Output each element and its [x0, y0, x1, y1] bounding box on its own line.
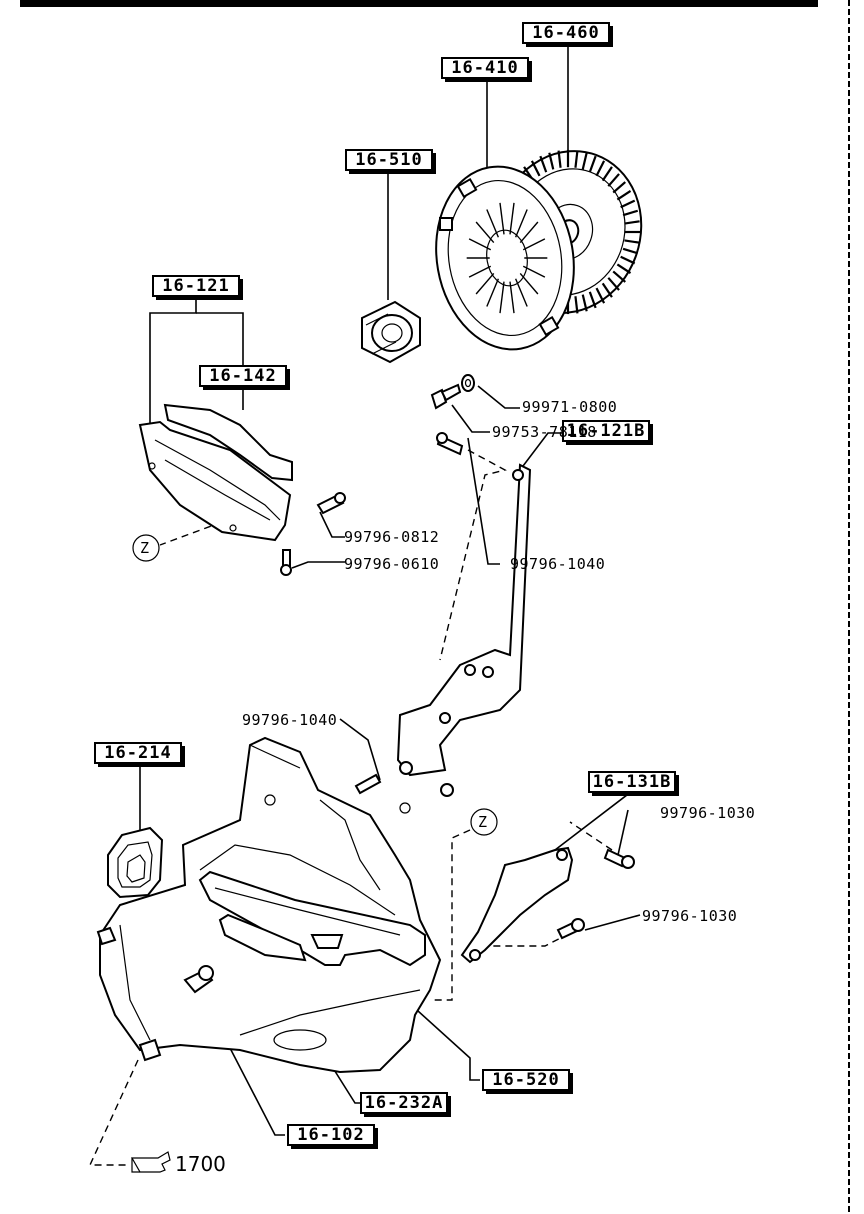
- callout-99796-1040-mid: 99796-1040: [242, 711, 338, 729]
- label-16-460: 16-460: [522, 22, 613, 47]
- label-16-510: 16-510: [345, 149, 436, 174]
- callout-99753-78118: 99753-78118: [492, 423, 597, 441]
- cover-bolts: [280, 492, 346, 576]
- callout-99796-1040-top: 99796-1040: [510, 555, 606, 573]
- callout-99796-0610: 99796-0610: [344, 555, 440, 573]
- pointing-hand-icon: [130, 1151, 171, 1173]
- bracket-16-131B: [460, 846, 635, 964]
- bracket-16-121B: [354, 432, 532, 797]
- z-marker-right-circle: [470, 808, 498, 836]
- z-marker-right: Z: [478, 813, 488, 831]
- label-16-131B: 16-131B: [588, 771, 679, 796]
- callout-99796-1030-a: 99796-1030: [660, 804, 756, 822]
- pressure-plate: [435, 165, 575, 351]
- label-16-232A: 16-232A: [360, 1092, 451, 1117]
- label-16-102: 16-102: [287, 1124, 378, 1149]
- callout-99796-0812: 99796-0812: [344, 528, 440, 546]
- spring-16-232A: [218, 913, 307, 962]
- label-16-410: 16-410: [441, 57, 532, 82]
- pivot-16-102: [183, 965, 214, 994]
- release-bearing: [361, 300, 421, 364]
- label-16-121B: 16-121B: [562, 420, 653, 445]
- z-marker-left: Z: [140, 539, 150, 557]
- page-reference: 1700: [175, 1152, 226, 1176]
- label-16-121: 16-121: [152, 275, 243, 300]
- top-border-bar: [20, 0, 818, 7]
- label-16-214: 16-214: [94, 742, 185, 767]
- callout-99796-1030-b: 99796-1030: [642, 907, 738, 925]
- label-16-520: 16-520: [482, 1069, 573, 1094]
- label-16-142: 16-142: [199, 365, 290, 390]
- callout-99971-0800: 99971-0800: [522, 398, 618, 416]
- seal-16-214: [107, 826, 164, 899]
- release-fork-16-520: [198, 870, 426, 967]
- clutch-dust-cover: [138, 403, 293, 542]
- z-marker-left-circle: [132, 534, 160, 562]
- page-edge-rule: [848, 0, 850, 1214]
- bolt-and-washer: [430, 374, 475, 410]
